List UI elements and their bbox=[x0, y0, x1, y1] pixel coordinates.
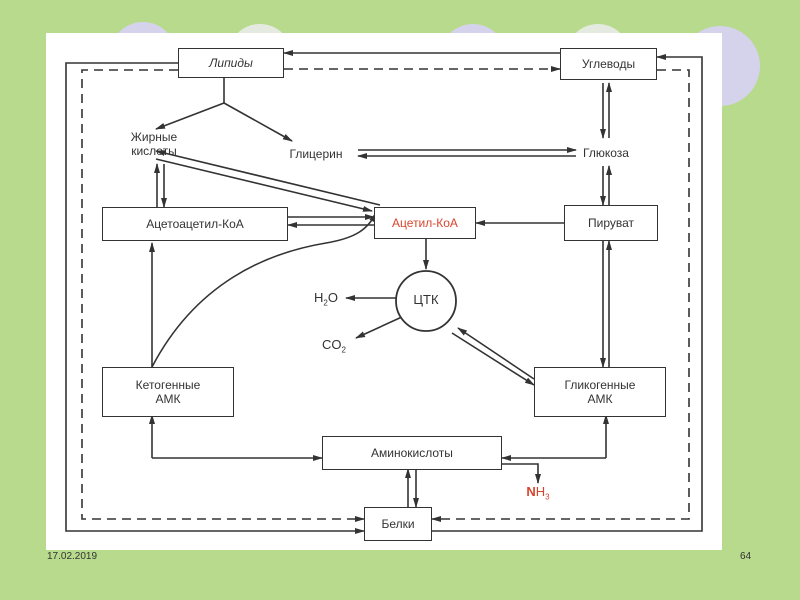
node-nh3: NH3 bbox=[518, 485, 558, 505]
fatty-acids-line2: кислоты bbox=[131, 144, 177, 158]
ketogenic-line1: Кетогенные bbox=[135, 378, 201, 392]
tca-to-co2 bbox=[355, 315, 405, 339]
glucogenic-line1: Гликогенные bbox=[564, 378, 636, 392]
diagram-sheet: Липиды Углеводы Жирные кислоты Глицерин … bbox=[46, 33, 722, 550]
fatty-acids-line1: Жирные bbox=[130, 130, 178, 144]
nh3-sub: 3 bbox=[545, 492, 550, 502]
node-co2: CO2 bbox=[314, 338, 354, 358]
slide-number: 64 bbox=[740, 551, 752, 562]
node-pyruvate: Пируват bbox=[564, 205, 658, 241]
node-glycerol: Глицерин bbox=[289, 147, 343, 161]
amino-to-nh3 bbox=[502, 463, 541, 484]
co2-sub: 2 bbox=[341, 345, 346, 355]
node-fatty-acids: Жирные кислоты bbox=[118, 130, 190, 158]
node-water: H2O bbox=[306, 291, 346, 311]
outer-loop bbox=[65, 62, 365, 534]
ketogenic-to-acetyl bbox=[151, 212, 377, 368]
water-h: H bbox=[314, 290, 324, 305]
glucogenic-to-tca bbox=[457, 327, 535, 380]
node-ketogenic-aa: Кетогенные АМК bbox=[102, 367, 234, 417]
footer-date: 17.02.2019 bbox=[47, 551, 98, 562]
diagram-connectors bbox=[65, 50, 703, 534]
node-proteins: Белки bbox=[364, 507, 432, 541]
node-tca: ЦТК bbox=[413, 292, 439, 307]
lipids-to-fa bbox=[155, 102, 225, 130]
node-acetyl-coa: Ацетил-КоА bbox=[374, 207, 476, 239]
node-amino-acids: Аминокислоты bbox=[322, 436, 502, 470]
node-acetoacetyl-coa: Ацетоацетил-КоА bbox=[102, 207, 288, 241]
water-sub: 2 bbox=[323, 298, 328, 308]
nh3-n: N bbox=[526, 484, 536, 499]
nh3-h: H bbox=[535, 484, 546, 499]
node-glucogenic-aa: Гликогенные АМК bbox=[534, 367, 666, 417]
tca-to-glucogenic bbox=[451, 332, 535, 386]
ketogenic-line2: АМК bbox=[155, 392, 181, 406]
outer-loop-right bbox=[432, 54, 703, 532]
node-lipids: Липиды bbox=[178, 48, 284, 78]
water-o: O bbox=[327, 290, 338, 305]
node-carbohydrates: Углеводы bbox=[560, 48, 657, 80]
node-glucose: Глюкоза bbox=[583, 146, 629, 160]
glucogenic-line2: АМК bbox=[587, 392, 613, 406]
lipids-to-glycerol bbox=[223, 102, 293, 142]
dashed-loop-left bbox=[81, 69, 365, 522]
fa-to-acetyl bbox=[155, 158, 373, 212]
acetyl-to-fa bbox=[155, 150, 381, 206]
tca-circle bbox=[395, 270, 457, 332]
dashed-loop-right bbox=[431, 69, 690, 522]
co2-text: CO bbox=[322, 337, 342, 352]
